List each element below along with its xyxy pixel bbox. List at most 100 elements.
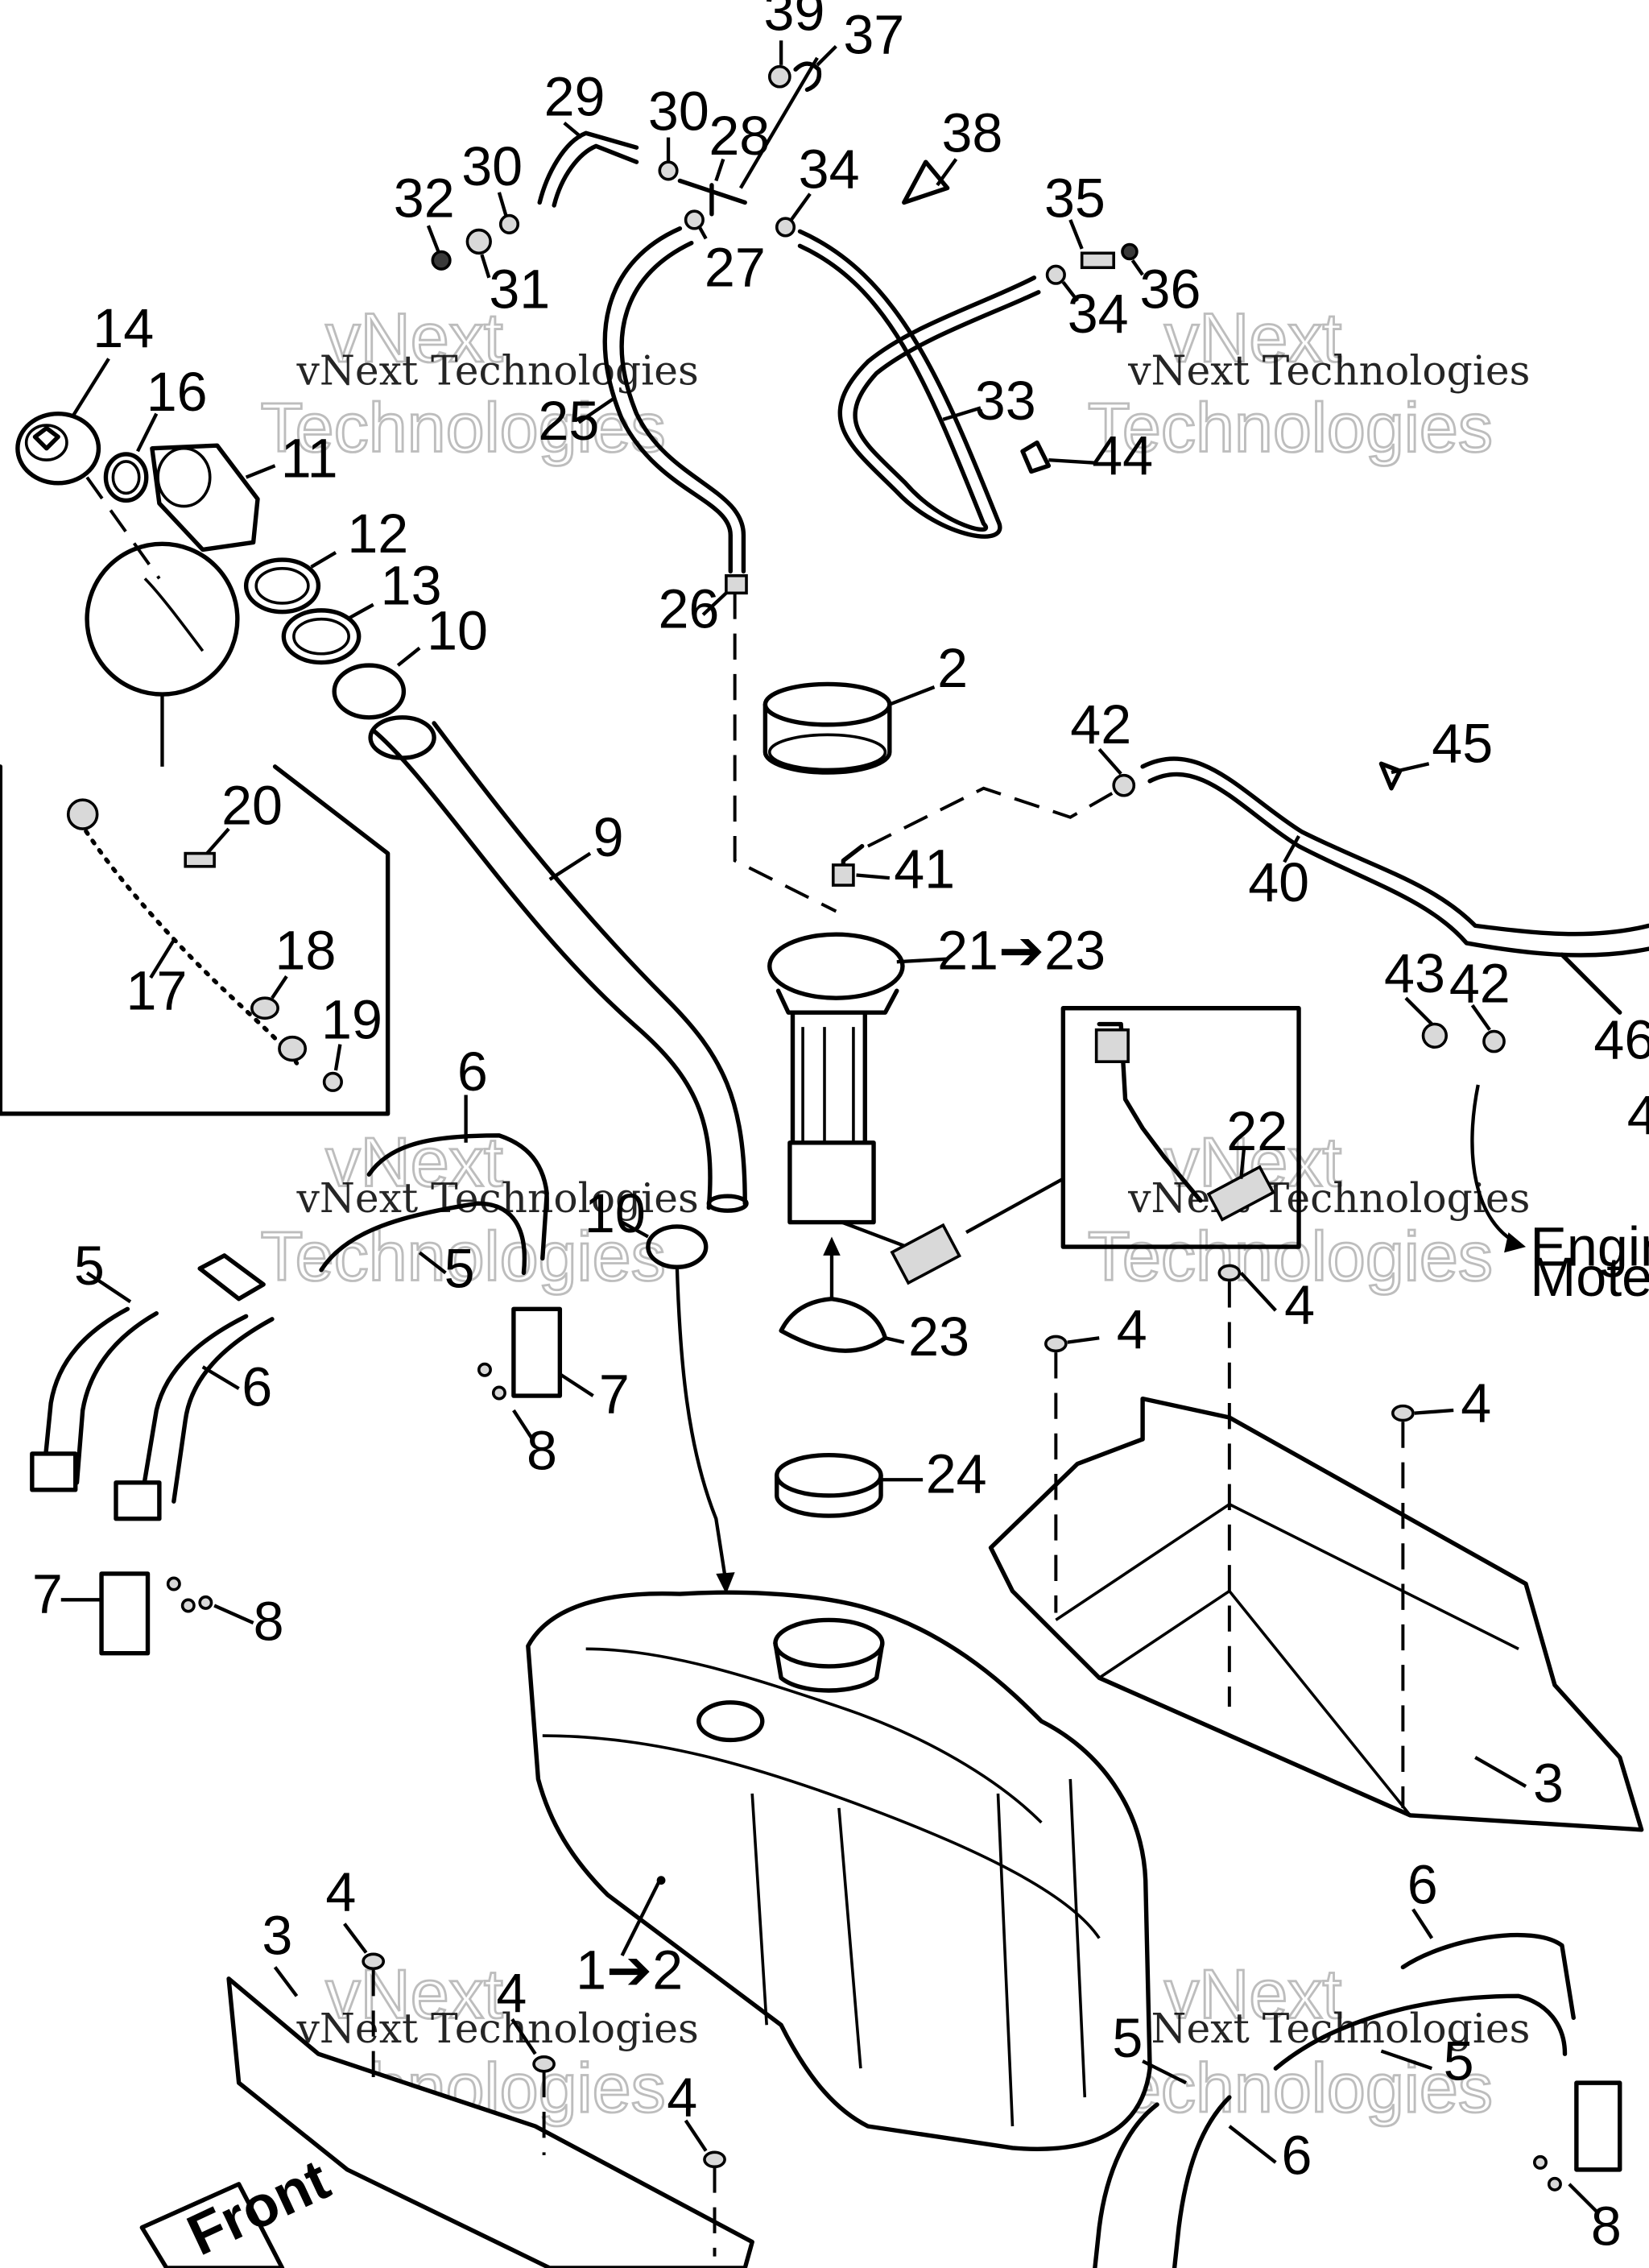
clamp-27-icon — [684, 209, 705, 230]
callout-23: 23 — [908, 1306, 969, 1368]
fitting-30-icon — [498, 213, 520, 234]
gasket-12-icon — [243, 557, 321, 615]
tag-38-icon — [902, 159, 950, 205]
tee-28-icon — [677, 178, 747, 217]
callout-3: 3 — [1533, 1753, 1564, 1815]
callout-17: 17 — [126, 961, 188, 1022]
cap-36-icon — [1121, 242, 1139, 261]
callout-22: 22 — [1226, 1101, 1287, 1162]
leader-lines — [60, 40, 1600, 2215]
callout-4a: 4 — [1117, 1299, 1147, 1360]
callout-45: 45 — [1432, 713, 1493, 774]
skid-plate-3b-icon — [226, 1976, 754, 2268]
fuel-tank-1 — [526, 1265, 1152, 2151]
callout-42: 42 — [1070, 694, 1131, 755]
callout-12: 12 — [347, 503, 408, 565]
callout-6d: 6 — [1282, 2125, 1312, 2186]
bracket-7c-icon — [1574, 2080, 1622, 2172]
callout-7: 7 — [599, 1364, 630, 1426]
skid-plate-right — [988, 1264, 1644, 1832]
callout-3b: 3 — [262, 1905, 292, 1966]
bracket-7-icon — [511, 1306, 563, 1398]
detail-box-22 — [1060, 1006, 1301, 1249]
fitting-30b-icon — [658, 160, 679, 181]
rivet-4c-icon — [1391, 1404, 1415, 1422]
fuel-pump-assembly — [733, 593, 1301, 1518]
callout-6: 6 — [457, 1041, 488, 1103]
tie-45-icon — [1378, 761, 1403, 791]
front-arrow-icon — [139, 2182, 285, 2268]
callout-labels: 39 37 29 30 28 38 30 34 32 27 35 31 36 3… — [32, 0, 1649, 2257]
callout-5d: 5 — [1444, 2031, 1474, 2092]
callout-38: 38 — [941, 103, 1002, 164]
lock-ring-2-icon — [763, 681, 892, 727]
callout-42b: 42 — [1449, 954, 1511, 1015]
callout-29: 29 — [544, 67, 605, 128]
filler-neck-11-icon — [150, 443, 260, 553]
tank-straps-left — [30, 1133, 563, 1656]
callout-19: 19 — [321, 989, 382, 1050]
callout-40: 40 — [1248, 852, 1309, 913]
clamp-34b-icon — [1045, 264, 1066, 285]
callout-37: 37 — [843, 4, 904, 65]
watermark-technologies: Technologies — [1088, 1218, 1493, 1295]
connector-43-icon — [1421, 1022, 1449, 1049]
callout-30b: 30 — [461, 136, 523, 197]
callout-8c: 8 — [1591, 2196, 1622, 2257]
cap-32-icon — [431, 250, 452, 271]
o-ring-16-icon — [103, 452, 149, 503]
callout-35: 35 — [1044, 168, 1106, 229]
callout-4e: 4 — [496, 1963, 527, 2024]
filler-neck-assembly — [0, 411, 749, 1269]
callout-31: 31 — [489, 259, 550, 321]
callout-6c: 6 — [1407, 1854, 1438, 1915]
callout-25: 25 — [538, 391, 599, 452]
callout-10: 10 — [427, 600, 488, 661]
cap-19-icon — [322, 1071, 343, 1092]
clamp-42b-icon — [1482, 1029, 1506, 1053]
callout-46: 46 — [1593, 1010, 1649, 1071]
callout-32: 32 — [394, 168, 455, 229]
callout-5: 5 — [74, 1235, 105, 1297]
ring-13-icon — [281, 608, 362, 665]
cap-39-icon — [767, 64, 791, 89]
nut-icon — [278, 1035, 308, 1062]
clamp-26-icon — [725, 573, 748, 595]
fuel-cap-14-icon — [15, 411, 101, 486]
callout-10b: 10 — [585, 1183, 646, 1244]
clamp-34-icon — [775, 217, 796, 238]
fuel-pump-21-icon — [767, 932, 905, 1000]
gasket-24-icon — [775, 1453, 883, 1498]
callout-27: 27 — [705, 238, 766, 299]
watermark-vnext: vNext — [325, 1956, 502, 2033]
watermark-technologies: Technologies — [1088, 2050, 1493, 2127]
watermark-vnext: vNext — [1164, 300, 1341, 377]
callout-4d: 4 — [325, 1861, 356, 1922]
callout-14: 14 — [93, 298, 154, 359]
callout-20: 20 — [221, 776, 283, 837]
clamp-42-icon — [1112, 773, 1136, 797]
screw-20-icon — [184, 851, 216, 868]
callout-28: 28 — [709, 106, 770, 167]
callout-4c: 4 — [1461, 1372, 1491, 1434]
callout-26: 26 — [658, 578, 719, 639]
watermark-text: vNext Technologies — [295, 347, 698, 395]
tank-body-icon — [526, 1590, 1152, 2151]
tether-ring-icon — [66, 798, 99, 830]
callout-34b: 34 — [1068, 284, 1129, 345]
detail-circle-icon — [85, 541, 240, 697]
callout-5c: 5 — [1112, 2008, 1143, 2069]
rivet-4b-icon — [1217, 1264, 1242, 1282]
tie-44-icon — [1020, 440, 1052, 474]
callout-8: 8 — [527, 1421, 557, 1482]
callout-9: 9 — [593, 807, 624, 868]
vent-hose-assembly — [431, 61, 1139, 595]
callout-18: 18 — [275, 920, 337, 981]
washer-18-icon — [250, 996, 279, 1020]
callout-4f: 4 — [667, 2067, 697, 2128]
fitting-41-icon — [831, 863, 855, 887]
tank-fill-port-icon — [696, 1700, 765, 1743]
watermark-technologies: Technologies — [261, 1218, 666, 1295]
